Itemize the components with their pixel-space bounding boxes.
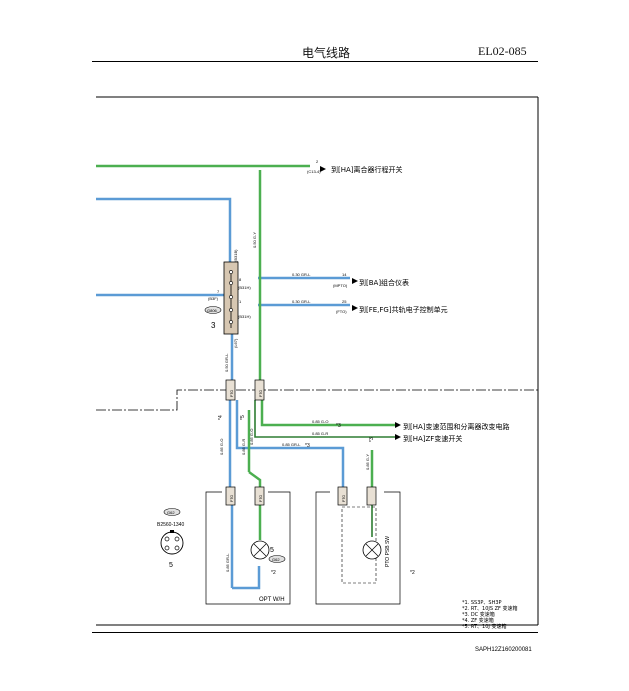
c13-label: (C13-4) bbox=[307, 169, 321, 174]
wire-ecu-label: 0.30 GR-L bbox=[292, 299, 311, 304]
dest-meter-label: 到[BA]组合仪表 bbox=[359, 278, 409, 287]
svg-text:G62: G62 bbox=[272, 557, 280, 562]
wire-v2-label: 0.85 G-R bbox=[241, 439, 246, 455]
wire-block-label: 0.50 GR-L bbox=[224, 353, 229, 372]
block-b31h-a-label: (B31H) bbox=[238, 285, 251, 290]
note-3: *3. DC 变速箱 bbox=[462, 611, 495, 618]
wire-meter-label: 0.30 GR-L bbox=[292, 272, 311, 277]
pin-top-label: 2 bbox=[316, 159, 319, 164]
note-1: *1. SS3P、SH3P bbox=[462, 600, 502, 606]
block-l67-label: (L67) bbox=[233, 338, 238, 348]
connector-face-icon bbox=[160, 530, 184, 555]
ecu-conn-label: (FTO) bbox=[336, 309, 347, 314]
diagram-frame bbox=[96, 96, 539, 626]
pto-switch-icon bbox=[362, 540, 382, 560]
wire-v5-label: 0.85 G-Y bbox=[365, 454, 370, 470]
g806-badge: G806 bbox=[204, 306, 222, 314]
conn-b-label: PTO bbox=[259, 390, 263, 397]
page-code: EL02-085 bbox=[478, 44, 527, 58]
ecu-pin-label: 25 bbox=[342, 299, 347, 304]
separator-line bbox=[96, 389, 538, 411]
note-5: *5. RT、10J 变速箱 bbox=[462, 623, 506, 630]
block-number: 3 bbox=[211, 321, 216, 330]
block-b31b-label: (B31B) bbox=[233, 249, 238, 262]
note-2: *2. RT、10JS ZF 变速箱 bbox=[462, 605, 518, 612]
dest-ecu-label: 到[FE,FG]共轨电子控制单元 bbox=[359, 305, 448, 314]
footer-rule bbox=[92, 632, 538, 633]
part-number: 5 bbox=[169, 562, 173, 569]
mark-4: *5 bbox=[240, 415, 246, 420]
pto-switch-label: PTO PSB SW bbox=[385, 536, 391, 567]
lamp-icon bbox=[250, 540, 270, 560]
block-pin7-label: 7 bbox=[217, 289, 220, 294]
page-title: 电气线路 bbox=[302, 46, 351, 60]
conn-d-label: PTO bbox=[259, 495, 263, 502]
mark-3: *4 bbox=[218, 415, 224, 420]
wire-vert-top-label: 0.50 G-Y bbox=[252, 232, 257, 248]
lamp-number: 5 bbox=[270, 547, 274, 554]
lamp-conn-badge: G62 bbox=[268, 555, 286, 563]
block-pin1-label: 1 bbox=[239, 299, 242, 304]
block-pin8-label: 8 bbox=[239, 277, 242, 282]
wire-h2-label: 0.85 G-R bbox=[312, 431, 328, 436]
footer-code: SAPH12Z160200081 bbox=[475, 647, 532, 653]
connectors-top bbox=[225, 379, 377, 506]
mark-5: *3 bbox=[369, 437, 375, 442]
meter-conn-label: (MPTO) bbox=[333, 283, 348, 288]
wire-v1-label: 0.85 G-O bbox=[219, 439, 224, 455]
part-conn-badge: G62 bbox=[163, 508, 181, 516]
meter-pin-label: 14 bbox=[342, 272, 347, 277]
dest-range-label: 到[HA]变速范围和分离器改变电路 bbox=[403, 422, 510, 431]
junction-block bbox=[223, 261, 239, 335]
svg-text:G806: G806 bbox=[207, 308, 218, 313]
dest-zf-label: 到[HA]ZF变速开关 bbox=[403, 434, 462, 443]
conn-c-label: PTO bbox=[230, 495, 234, 502]
green-dark-wires bbox=[254, 400, 395, 537]
conn-a-label: PTO bbox=[230, 390, 234, 397]
wire-v3-label: 0.85 G-O bbox=[249, 429, 254, 445]
green-wires bbox=[96, 164, 395, 540]
notes-list: *1. SS3P、SH3P *2. RT、10JS ZF 变速箱 *3. DC … bbox=[462, 600, 518, 630]
wire-v4-label: 0.85 GR-L bbox=[225, 553, 230, 572]
wire-h1-label: 0.85 G-O bbox=[312, 419, 328, 424]
wire-h3-label: 0.85 GR-L bbox=[282, 442, 301, 447]
svg-text:G62: G62 bbox=[167, 510, 175, 515]
box-note-1: *2 bbox=[271, 570, 276, 576]
dest-clutch-label: 到[HA]离合器行程开关 bbox=[331, 165, 403, 174]
note-4: *4. ZF 变速箱 bbox=[462, 617, 494, 624]
sub-frames bbox=[205, 491, 401, 605]
mark-1: *3 bbox=[336, 423, 341, 429]
header-rule bbox=[92, 61, 538, 62]
opt-wh-label: OPT W/H bbox=[259, 597, 285, 603]
box-note-2: *2 bbox=[410, 570, 415, 576]
part-code-label: B2560-1340 bbox=[157, 522, 184, 528]
destination-arrows bbox=[320, 166, 401, 440]
block-b3f-label: (B3F) bbox=[208, 296, 219, 301]
mark-2: *3 bbox=[305, 443, 310, 449]
block-b31h-b-label: (B31H) bbox=[238, 314, 251, 319]
conn-e-label: PTO bbox=[342, 495, 346, 502]
blue-wires bbox=[96, 197, 350, 590]
